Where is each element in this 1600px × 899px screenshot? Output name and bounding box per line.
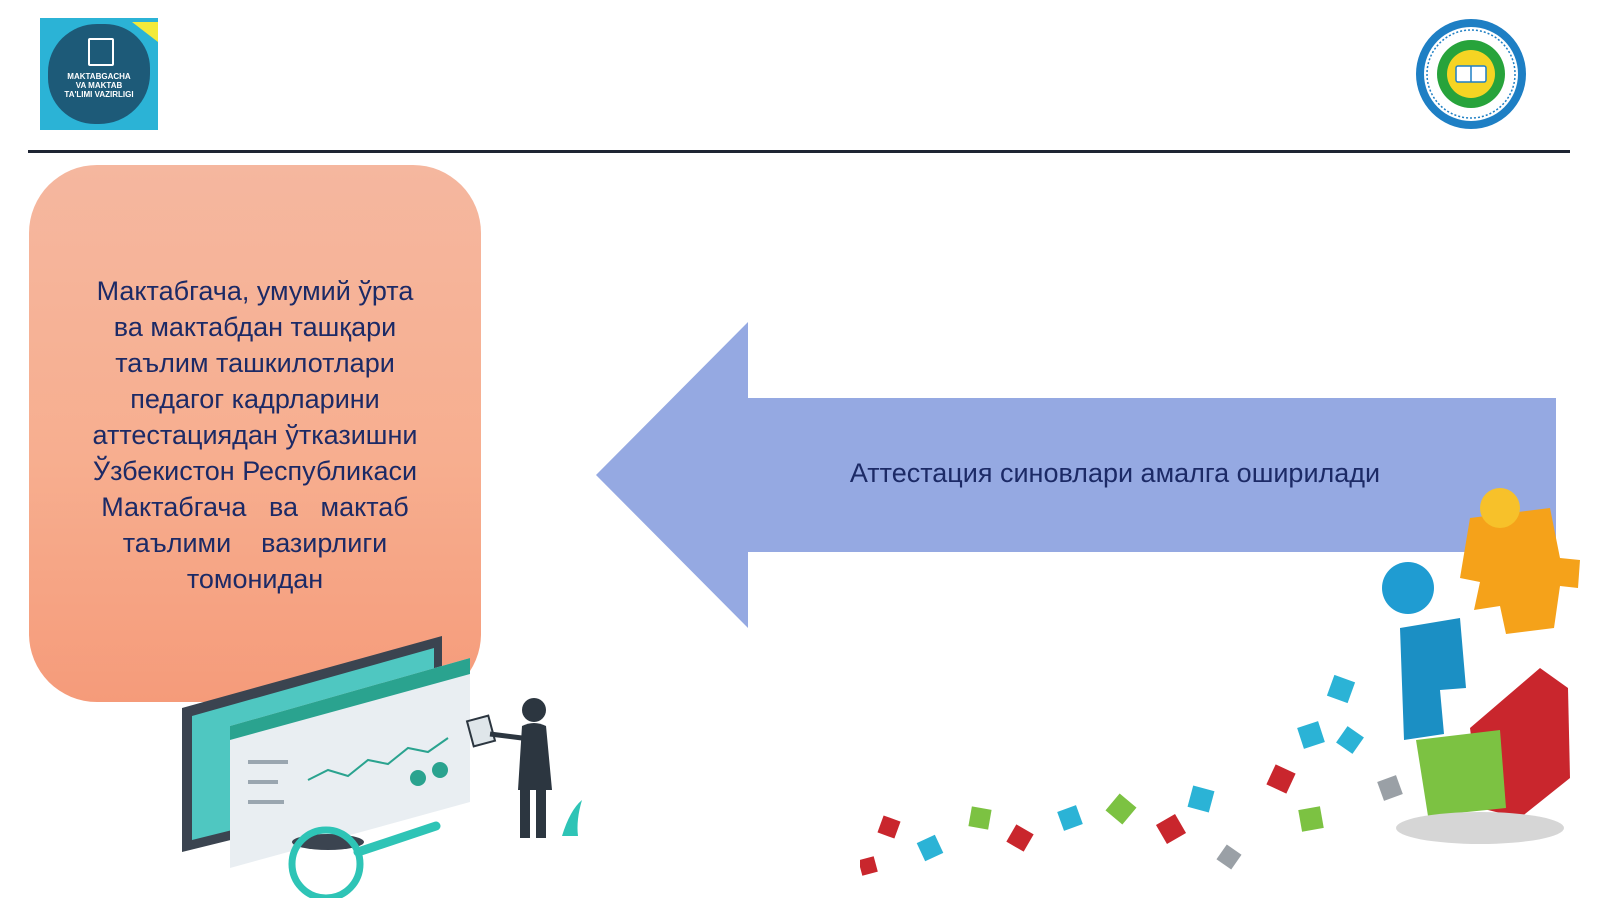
header-divider [28,150,1570,153]
logo-line-3: TA'LIMI VAZIRLIGI [64,90,134,99]
box-line: Ўзбекистон Республикаси [92,456,418,486]
logo-line-1: MAKTABGACHA [67,72,131,81]
arrow-label: Аттестация синовлари амалга оширилади [849,458,1381,488]
logo-text: MAKTABGACHA VA MAKTAB TA'LIMI VAZIRLIGI [50,72,148,99]
box-line: Мактабгача ва мактаб [101,492,409,522]
responsibility-box: Мактабгача, умумий ўрта ва мактабдан таш… [29,165,481,702]
box-line: таълими вазирлиги [122,528,388,558]
box-line: томонидан [186,564,324,594]
puzzle-pieces-illustration [860,488,1580,876]
box-line: педагог кадрларини [130,384,380,414]
ministry-logo: MAKTABGACHA VA MAKTAB TA'LIMI VAZIRLIGI [40,18,158,130]
left-arrow-icon [596,322,1556,628]
box-line: ва мактабдан ташқари [113,312,397,342]
logo-line-2: VA MAKTAB [75,81,123,90]
logo-flag-accent [132,22,158,42]
emblem-seal-icon [1412,18,1530,130]
responsibility-text: Мактабгача, умумий ўрта ва мактабдан таш… [59,273,451,597]
box-line: аттестациядан ўтказишни [92,420,418,450]
box-line: Мактабгача, умумий ўрта [96,276,414,306]
box-line: таълим ташкилотлари [115,348,395,378]
book-icon [88,38,114,66]
dashboard-analytics-illustration [182,636,582,898]
